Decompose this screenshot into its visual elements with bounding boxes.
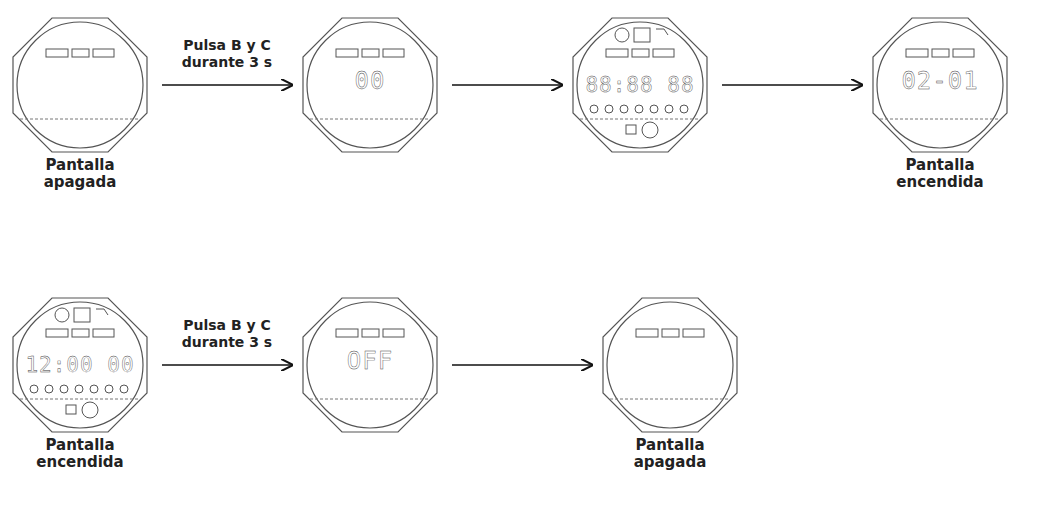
lcd-digits: OFF — [310, 347, 430, 375]
watch-screen: 88:88 88 — [565, 15, 715, 155]
screen-caption: Pantalla encendida — [880, 157, 1000, 192]
lcd-digits: 00 — [310, 67, 430, 95]
lcd-digits: 12:00 00 — [20, 353, 140, 377]
watch-screen: Pantalla apagada — [5, 15, 155, 192]
watch-screen: Pantalla apagada — [595, 295, 745, 472]
watch-outline — [600, 295, 740, 435]
watch-face: 00 — [300, 15, 440, 155]
screen-caption: Pantalla apagada — [610, 437, 730, 472]
watch-face — [10, 15, 150, 155]
watch-screen: OFF — [295, 295, 445, 435]
watch-face: 88:88 88 — [570, 15, 710, 155]
screen-caption: Pantalla apagada — [20, 157, 140, 192]
watch-screen: 12:00 00 Pantalla encendida — [5, 295, 155, 472]
watch-face: 02-01 — [870, 15, 1010, 155]
arrow — [722, 84, 862, 85]
lcd-digits: 02-01 — [880, 67, 1000, 95]
watch-outline — [10, 15, 150, 155]
screen-caption: Pantalla encendida — [20, 437, 140, 472]
arrow — [162, 364, 292, 365]
arrow — [162, 84, 292, 85]
watch-screen: 02-01Pantalla encendida — [865, 15, 1015, 192]
watch-face — [600, 295, 740, 435]
watch-face: OFF — [300, 295, 440, 435]
arrow — [452, 364, 592, 365]
lcd-digits: 88:88 88 — [580, 73, 700, 97]
edge-label: Pulsa B y C durante 3 s — [157, 317, 297, 351]
edge-label: Pulsa B y C durante 3 s — [157, 37, 297, 71]
arrow — [452, 84, 562, 85]
watch-face: 12:00 00 — [10, 295, 150, 435]
watch-screen: 00 — [295, 15, 445, 155]
